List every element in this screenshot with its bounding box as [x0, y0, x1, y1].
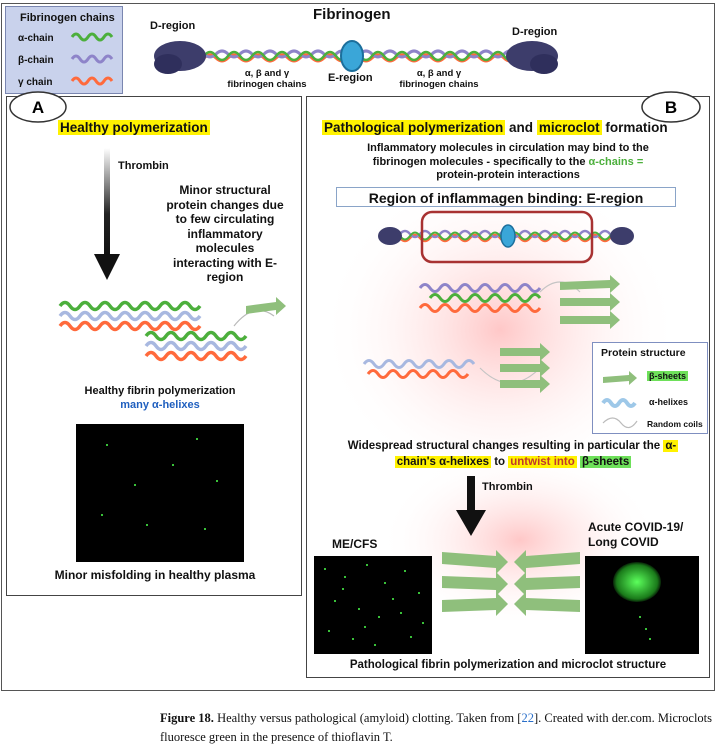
fibrinogen-title: Fibrinogen: [313, 6, 391, 23]
panel-b-misfolding-helices: [362, 275, 620, 393]
d-region-left-label: D-region: [150, 20, 196, 32]
chain-legend: Fibrinogen chains α-chain β-chain γ chai…: [5, 6, 123, 94]
legend-title: Fibrinogen chains: [20, 12, 115, 24]
panel-b-title: Pathological polymerization and microclo…: [322, 120, 668, 135]
panel-a-micro-caption: Minor misfolding in healthy plasma: [54, 568, 256, 582]
panel-b-intro: Inflammatory molecules in circulation ma…: [367, 142, 649, 181]
region-box: Region of inflammagen binding: E-region: [336, 187, 676, 207]
alpha-helixes-label: α-helixes: [649, 397, 689, 407]
panel-b-badge: B: [641, 91, 701, 123]
panel-b-bottom-label: Pathological fibrin polymerization and m…: [349, 659, 667, 671]
panel-b-fibrinogen-molecule: [378, 210, 634, 264]
panel-b-changes: Widespread structural changes resulting …: [347, 440, 679, 468]
panel-a-result-line1: Healthy fibrin polymerization: [84, 385, 236, 397]
beta-sheets-label: β-sheets: [647, 371, 689, 381]
svg-text:B: B: [665, 98, 677, 117]
e-region-label: E-region: [328, 72, 373, 84]
panel-a-badge: A: [9, 91, 67, 123]
fibrinogen-molecule: [154, 40, 558, 74]
binding-region-highlight: [420, 210, 594, 264]
panel-a-title: Healthy polymerization: [58, 120, 210, 135]
caption-text: Healthy versus pathological (amyloid) cl…: [160, 711, 713, 744]
panel-b-beta-sheet-aggregate: [442, 550, 580, 616]
figure-caption: Figure 18. Healthy versus pathological (…: [160, 709, 716, 747]
panel-a-result-line2: many α-helixes: [120, 399, 200, 411]
figure-frame: [1, 3, 715, 691]
svg-text:A: A: [32, 98, 44, 117]
random-coils-label: Random coils: [647, 419, 703, 429]
covid-label: Acute COVID-19/Long COVID: [588, 520, 684, 549]
e-region-shape: [340, 40, 364, 72]
legend-beta-label: β-chain: [18, 55, 54, 66]
legend-gamma-label: γ chain: [18, 77, 53, 88]
panel-a-fibrin-helices: [58, 297, 286, 362]
protein-structure-title: Protein structure: [601, 347, 686, 359]
protein-structure-legend: Protein structure β-sheets α-helixes Ran…: [592, 342, 708, 434]
covid-micrograph: [585, 556, 699, 654]
panel-b-thrombin-arrow: [456, 476, 486, 536]
caption-label: Figure 18.: [160, 711, 214, 725]
mecfs-label: ME/CFS: [332, 537, 378, 551]
panel-a-thrombin-label: Thrombin: [118, 160, 169, 172]
panel-b-thrombin-label: Thrombin: [482, 481, 533, 493]
panel-a-thrombin-arrow: [94, 148, 120, 280]
legend-alpha-label: α-chain: [18, 33, 54, 44]
legend-swatches: [70, 32, 114, 86]
mecfs-micrograph: [314, 556, 432, 654]
protein-structure-swatches: [601, 371, 638, 429]
d-region-right-label: D-region: [512, 26, 558, 38]
panel-a-micrograph: [76, 424, 244, 562]
